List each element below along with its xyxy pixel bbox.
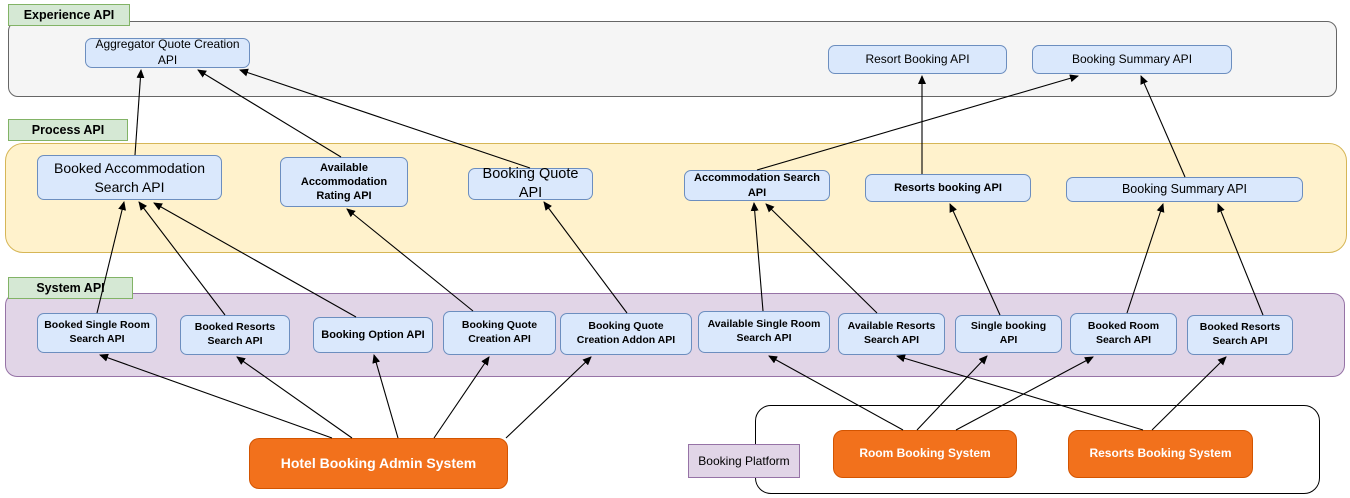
node-sys_booked_resorts_left: Booked Resorts Search API [180, 315, 290, 355]
booking-platform-label: Booking Platform [688, 444, 800, 478]
node-proc_booking_quote: Booking Quote API [468, 166, 593, 201]
system-api-label: System API [8, 277, 133, 299]
node-proc_avail_accom_rating: Available Accommodation Rating API [280, 157, 408, 207]
node-proc_booking_summary: Booking Summary API [1066, 177, 1303, 202]
node-proc_accom_search: Accommodation Search API [684, 170, 830, 201]
node-proc_resorts_booking: Resorts booking API [865, 174, 1031, 202]
experience-api-label: Experience API [8, 4, 130, 26]
node-sys_booking_option: Booking Option API [313, 317, 433, 353]
node-sys_booking_quote_creation: Booking Quote Creation API [443, 311, 556, 355]
node-sys_available_resorts: Available Resorts Search API [838, 313, 945, 355]
node-sys_booked_room_search: Booked Room Search API [1070, 313, 1177, 355]
node-proc_booked_accom_search: Booked Accommodation Search API [37, 155, 222, 200]
node-sys_booking_quote_creation_addon: Booking Quote Creation Addon API [560, 313, 692, 355]
node-sys_booked_single_room: Booked Single Room Search API [37, 313, 157, 353]
process-api-label: Process API [8, 119, 128, 141]
node-exp_aggregator: Aggregator Quote Creation API [85, 37, 250, 68]
node-exp_resort_booking: Resort Booking API [828, 45, 1007, 74]
node-app_resorts_booking: Resorts Booking System [1068, 430, 1253, 478]
node-sys_single_booking: Single booking API [955, 315, 1062, 353]
node-sys_available_single_room: Available Single Room Search API [698, 311, 830, 353]
node-exp_booking_summary: Booking Summary API [1032, 45, 1232, 74]
node-app_room_booking: Room Booking System [833, 430, 1017, 478]
node-sys_booked_resorts_right: Booked Resorts Search API [1187, 315, 1293, 355]
node-app_hotel_admin: Hotel Booking Admin System [249, 438, 508, 489]
